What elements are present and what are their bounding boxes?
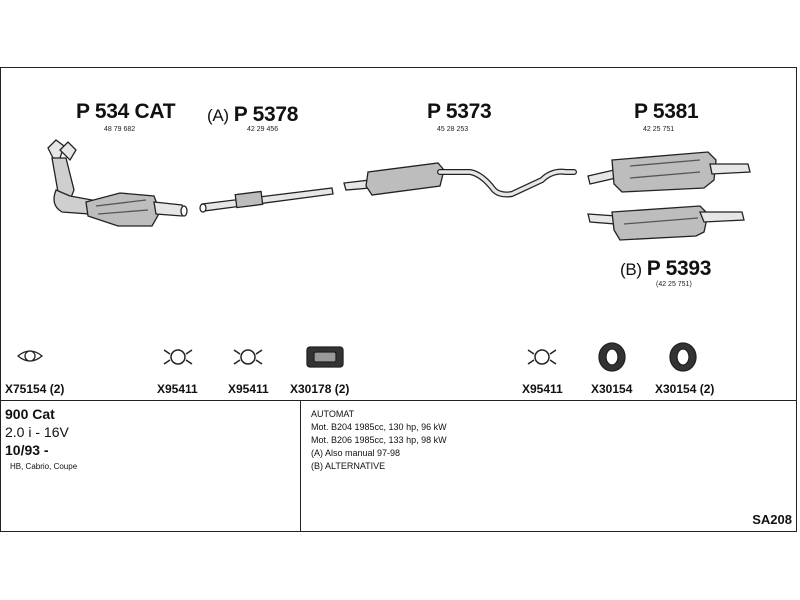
clamp-icon[interactable] [527, 349, 557, 365]
note-line: Mot. B204 1985cc, 130 hp, 96 kW [311, 422, 447, 432]
catalytic-converter-drawing[interactable] [47, 139, 188, 227]
intermediate-pipe-drawing[interactable] [199, 187, 334, 213]
fitting-notes: AUTOMAT Mot. B204 1985cc, 130 hp, 96 kW … [311, 408, 781, 473]
center-muffler-drawing[interactable] [343, 162, 577, 198]
accessory-code[interactable]: X95411 [228, 382, 269, 396]
oem-number: 42 25 751 [643, 126, 675, 133]
rear-muffler-drawing[interactable] [587, 151, 751, 193]
accessory-code[interactable]: X95411 [157, 382, 198, 396]
oem-number: (42 25 751) [656, 281, 692, 288]
oem-number: 42 29 456 [247, 126, 279, 133]
part-number-p5373[interactable]: P 5373 [427, 100, 492, 123]
vehicle-year: 10/93 - [5, 442, 49, 458]
column-divider [300, 400, 301, 532]
accessory-code[interactable]: X30178 (2) [290, 382, 350, 396]
part-number-p5393[interactable]: (B)P 5393 [620, 257, 712, 280]
vehicle-body-types: HB, Cabrio, Coupe [10, 462, 78, 471]
clamp-icon[interactable] [233, 349, 263, 365]
part-number-p534cat[interactable]: P 534 CAT [76, 100, 176, 123]
note-line: Mot. B206 1985cc, 133 hp, 98 kW [311, 435, 447, 445]
part-number-p5381[interactable]: P 5381 [634, 100, 699, 123]
oem-number: 48 79 682 [104, 126, 136, 133]
section-divider [0, 400, 797, 401]
accessory-code[interactable]: X30154 [591, 382, 633, 396]
note-line: (A) Also manual 97-98 [311, 448, 401, 458]
oem-number: 45 28 253 [437, 126, 469, 133]
note-line: AUTOMAT [311, 409, 355, 419]
part-number-p5378[interactable]: (A)P 5378 [207, 103, 299, 126]
vehicle-model: 900 Cat [5, 406, 55, 422]
rubber-mount-icon[interactable] [306, 346, 344, 368]
vehicle-info: 900 Cat 2.0 i - 16V 10/93 - HB, Cabrio, … [5, 405, 295, 471]
hanger-ring-icon[interactable] [598, 342, 626, 372]
exhaust-diagram [16, 139, 751, 372]
alternative-rear-muffler-drawing[interactable] [587, 205, 745, 241]
vehicle-engine: 2.0 i - 16V [5, 424, 69, 440]
variant-marker: (A) [207, 106, 229, 125]
diagram-code: SA208 [752, 512, 792, 527]
diagram-frame [0, 67, 797, 532]
accessory-code[interactable]: X30154 (2) [655, 382, 715, 396]
note-line: (B) ALTERNATIVE [311, 461, 386, 471]
clamp-icon[interactable] [163, 349, 193, 365]
hanger-ring-icon[interactable] [669, 342, 697, 372]
accessory-code[interactable]: X75154 (2) [5, 382, 65, 396]
gasket-icon[interactable] [16, 350, 44, 362]
variant-marker: (B) [620, 260, 642, 279]
accessory-code[interactable]: X95411 [522, 382, 563, 396]
